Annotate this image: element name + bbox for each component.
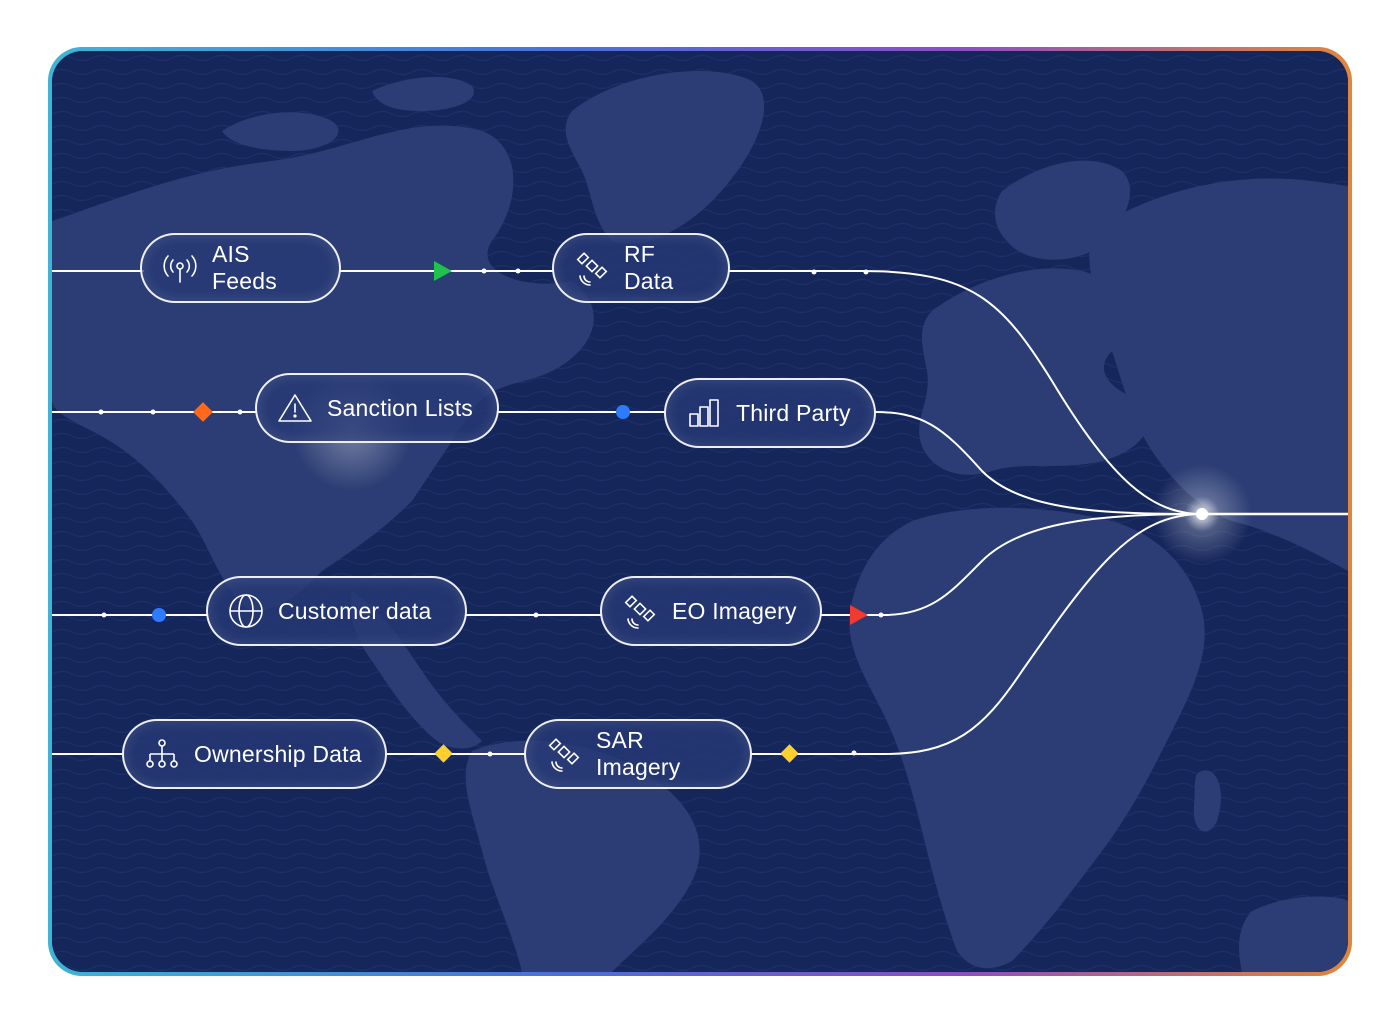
marker-yellow-diamond (434, 744, 453, 763)
node-ais-feeds: AIS Feeds (140, 233, 341, 303)
node-label: RF Data (624, 241, 674, 294)
satellite-icon (620, 591, 660, 631)
node-sanction-lists: Sanction Lists (255, 373, 499, 443)
flow-dots (98, 268, 1208, 757)
node-label: Sanction Lists (327, 394, 473, 421)
hierarchy-icon (142, 734, 182, 774)
node-label: SAR Imagery (596, 727, 681, 780)
globe-icon (226, 591, 266, 631)
satellite-icon (544, 734, 584, 774)
marker-blue-dot (152, 608, 166, 622)
node-label: Third Party (736, 399, 851, 426)
world-map-background (52, 51, 1348, 972)
node-label: AIS Feeds (212, 241, 277, 294)
satellite-icon (572, 248, 612, 288)
marker-blue-dot (616, 405, 630, 419)
continents (52, 71, 1348, 972)
marker-orange-diamond (193, 402, 213, 422)
marker-yellow-diamond (780, 744, 799, 763)
node-ownership-data: Ownership Data (122, 719, 387, 789)
node-label: Ownership Data (194, 740, 362, 767)
node-rf-data: RF Data (552, 233, 730, 303)
node-third-party: Third Party (664, 378, 876, 448)
node-eo-imagery: EO Imagery (600, 576, 822, 646)
marker-green-triangle (434, 261, 452, 281)
marker-red-triangle (850, 605, 868, 625)
warning-triangle-icon (275, 388, 315, 428)
radio-antenna-icon (160, 248, 200, 288)
node-sar-imagery: SAR Imagery (524, 719, 752, 789)
node-label: EO Imagery (672, 597, 797, 624)
node-customer-data: Customer data (206, 576, 467, 646)
bar-chart-icon (684, 393, 724, 433)
data-flow-panel: AIS Feeds RF Data Sanction Lists Third P… (52, 51, 1348, 972)
node-label: Customer data (278, 597, 432, 624)
